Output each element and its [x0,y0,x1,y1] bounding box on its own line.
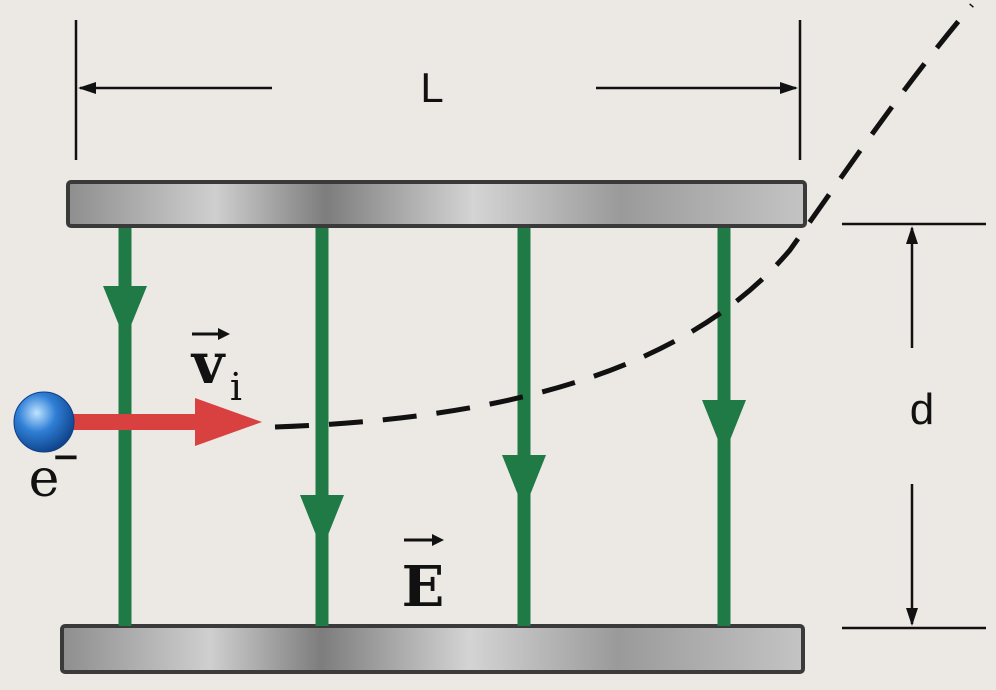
field-vector-arrow-icon [404,534,444,546]
velocity-arrow-shaft [72,414,202,430]
bottom-plate [60,624,805,674]
velocity-arrow [72,398,262,446]
electron-trajectory [274,3,974,430]
velocity-vector-arrow-icon [192,328,230,340]
velocity-label-letter: v [190,331,226,397]
field-lines [103,228,746,626]
field-label: E [402,534,445,620]
top-plate [66,180,807,228]
field-arrowhead-4 [702,400,746,455]
separation-dimension [842,222,986,630]
separation-arrowhead-top [906,226,918,244]
velocity-arrowhead [195,398,262,446]
field-arrowhead-2 [300,495,344,550]
length-dimension [74,20,802,160]
length-arrowhead-right [780,82,798,94]
length-arrowhead-left [78,82,96,94]
field-label-letter: E [402,554,445,620]
length-label: L [420,64,443,111]
electron-label: e − [29,437,81,509]
electron-sphere [13,391,75,453]
velocity-label: v i [190,328,242,409]
separation-arrowhead-bottom [906,608,918,626]
separation-label: d [910,385,934,434]
electron-label-letter: e [29,449,60,509]
field-arrowhead-3 [502,455,546,510]
electron-label-sign: − [52,437,81,477]
velocity-label-subscript: i [230,365,242,409]
field-arrowhead-1 [103,286,147,340]
